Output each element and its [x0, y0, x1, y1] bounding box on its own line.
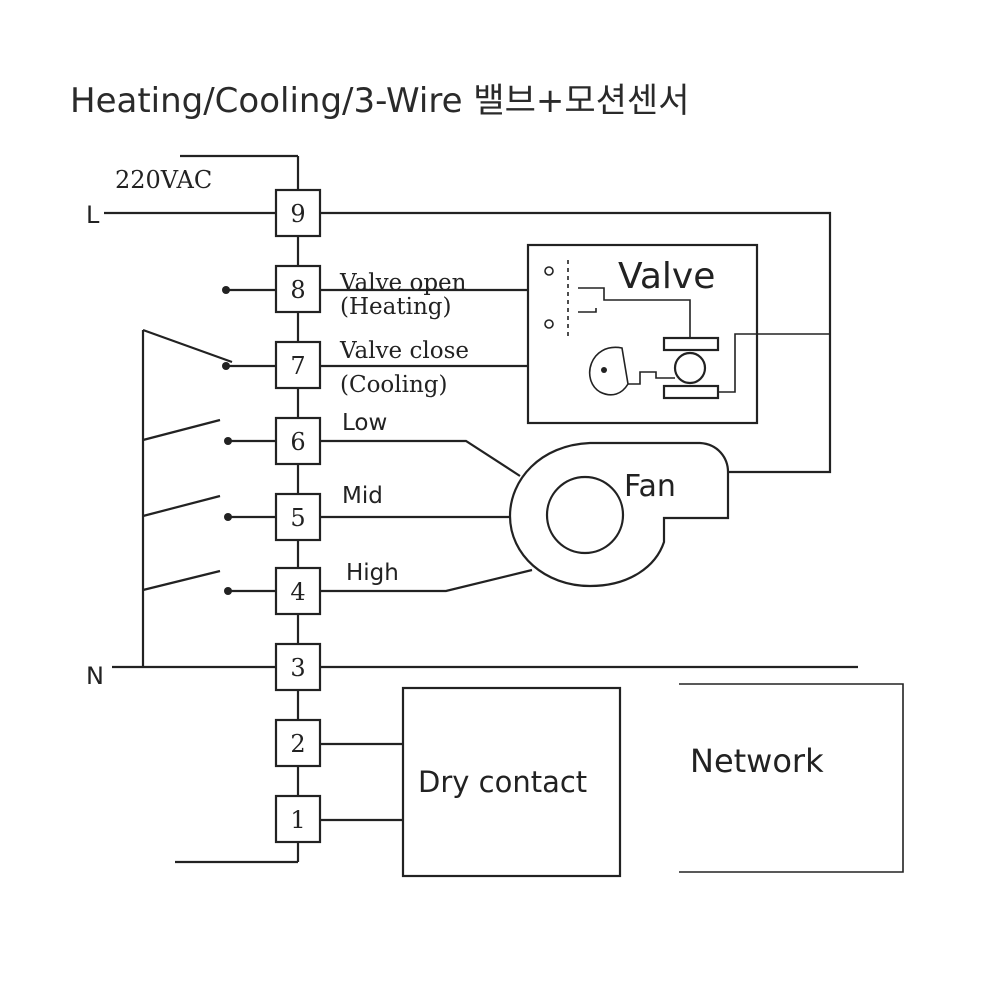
fan-high-wire: [320, 568, 533, 593]
terminal-5-box: [274, 492, 322, 542]
valve-contact-close-icon: [544, 319, 554, 329]
terminal-4: 4: [274, 566, 322, 616]
terminal-5: 5: [274, 492, 322, 542]
terminal-labels: Valve open (Heating) Valve close (Coolin…: [339, 270, 469, 586]
dry-contact-component: Dry contact: [401, 686, 622, 878]
network-box: [679, 683, 904, 873]
valve-contact-open-icon: [544, 266, 554, 276]
terminal-2-label: 2: [290, 730, 305, 758]
line-label: L: [86, 201, 100, 229]
terminal-2-box: [274, 718, 322, 768]
switch-6-blade: [142, 418, 221, 442]
valve-plate-bottom: [662, 384, 720, 400]
supply-voltage-label: 220VAC: [115, 166, 212, 194]
cooling-label: (Cooling): [340, 372, 448, 398]
terminal-3: 3: [274, 642, 322, 692]
dry-contact-box: [401, 686, 622, 878]
valve-plate-top: [662, 336, 720, 352]
switch-5-blade: [142, 494, 221, 518]
terminal-3-label: 3: [290, 654, 305, 682]
dry-contact-label: Dry contact: [418, 765, 587, 799]
diagram-title: Heating/Cooling/3-Wire 밸브+모션센서: [70, 81, 689, 121]
heating-label: (Heating): [340, 294, 451, 320]
terminal-6-box: [274, 416, 322, 466]
valve-supply-lead: [718, 333, 757, 393]
low-label: Low: [342, 410, 387, 436]
valve-component: Valve: [526, 243, 759, 425]
terminal-8-box: [274, 264, 322, 314]
terminal-1: 1: [274, 794, 322, 844]
terminal-strip: 9 8 7 6 5 4 3 2: [175, 154, 322, 864]
valve-actuator-dot: [601, 367, 607, 373]
switch-bank: [141, 286, 276, 667]
network-label: Network: [690, 742, 824, 780]
valve-stem: [628, 371, 675, 385]
high-label: High: [346, 560, 399, 586]
terminal-4-label: 4: [290, 578, 305, 606]
valve-open-label: Valve open: [339, 270, 467, 296]
valve-close-label: Valve close: [339, 338, 469, 364]
power-supply: 220VAC L N: [86, 166, 276, 690]
neutral-label: N: [86, 662, 104, 690]
terminal-6: 6: [274, 416, 322, 466]
terminal-9-box: [274, 188, 322, 238]
mid-label: Mid: [342, 483, 383, 509]
fan-component: Fan: [508, 441, 730, 588]
fan-label: Fan: [624, 469, 676, 504]
terminal-7-label: 7: [290, 352, 305, 380]
fan-low-wire: [320, 439, 521, 477]
terminal-7: 7: [274, 340, 322, 390]
terminal-5-label: 5: [290, 504, 305, 532]
valve-relay-link: [578, 287, 691, 338]
terminal-6-label: 6: [290, 428, 305, 456]
valve-label: Valve: [618, 256, 715, 297]
network-component: Network: [679, 683, 904, 873]
valve-relay-link-2: [578, 308, 597, 313]
terminal-4-box: [274, 566, 322, 616]
switch-7-blade: [142, 328, 233, 364]
switch-4-blade: [142, 569, 221, 592]
terminal-8-label: 8: [290, 276, 305, 304]
valve-body-icon: [673, 351, 707, 385]
line-bus-wire: [320, 211, 832, 474]
terminal-2: 2: [274, 718, 322, 768]
terminal-9-label: 9: [290, 200, 305, 228]
terminal-1-label: 1: [290, 806, 305, 834]
terminal-8: 8: [274, 264, 322, 314]
terminal-9: 9: [274, 188, 322, 238]
valve-actuator-icon: [589, 346, 629, 396]
fan-rotor-icon: [545, 475, 625, 555]
